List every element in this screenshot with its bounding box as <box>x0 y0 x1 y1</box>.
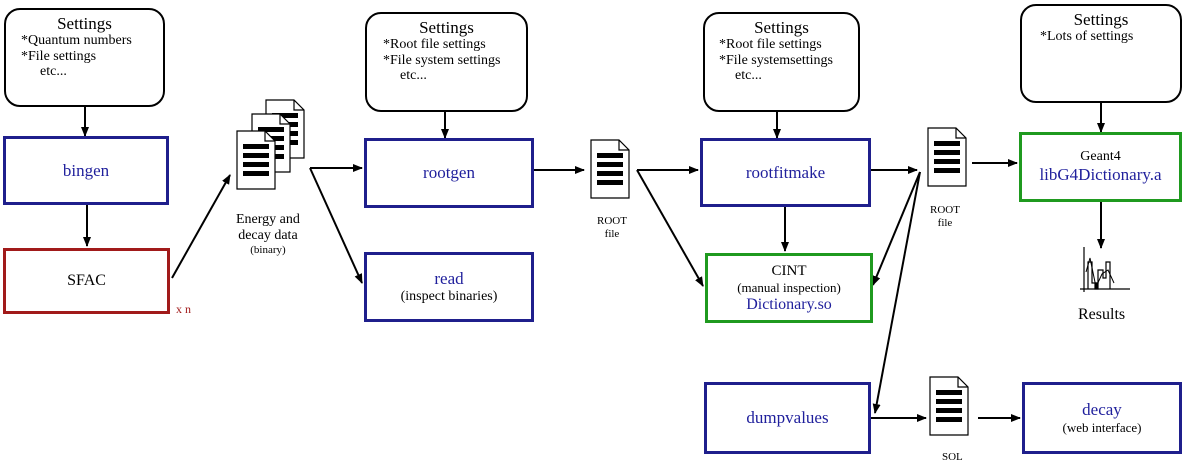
energy-data-label: Energy and decay data (binary) <box>236 212 300 257</box>
sfac-multiplier: x n <box>176 302 191 316</box>
settings-line: *Root file settings <box>383 37 486 53</box>
geant4-box: Geant4 libG4Dictionary.a <box>1019 132 1182 202</box>
rootgen-box: rootgen <box>364 138 534 208</box>
root-file-label-1: ROOT file <box>592 215 632 240</box>
energy-label-line1: Energy and <box>236 212 300 227</box>
energy-data-files-icon <box>236 99 305 190</box>
cint-box: CINT (manual inspection) Dictionary.so <box>705 253 873 323</box>
settings-line: *Quantum numbers <box>21 33 132 49</box>
sol-label: SOL <box>942 451 963 463</box>
settings-line: *Lots of settings <box>1040 29 1134 45</box>
settings-line: etc... <box>735 68 762 84</box>
sfac-box: SFAC <box>3 248 170 314</box>
arrow-root1-cint <box>636 169 704 287</box>
settings-line: *Root file settings <box>719 37 822 53</box>
settings-box-4: Settings *Lots of settings <box>1020 4 1182 103</box>
decay-box: decay (web interface) <box>1022 382 1182 454</box>
read-sublabel: (inspect binaries) <box>400 289 498 304</box>
root-file-icon-1 <box>590 139 630 199</box>
settings-title: Settings <box>754 18 809 37</box>
decay-label: decay <box>1082 400 1122 419</box>
settings-title: Settings <box>419 18 474 37</box>
dumpvalues-box: dumpvalues <box>704 382 871 454</box>
geant4-label: Geant4 <box>1080 149 1121 164</box>
settings-line: etc... <box>40 64 67 80</box>
sol-file-icon <box>929 376 969 436</box>
arrow-sfac-energy <box>171 174 231 279</box>
rootfitmake-box: rootfitmake <box>700 138 871 207</box>
cint-library: Dictionary.so <box>746 295 832 313</box>
settings-box-2: Settings *Root file settings *File syste… <box>365 12 528 112</box>
settings-title: Settings <box>1073 10 1129 29</box>
root2-line1: ROOT <box>930 204 960 216</box>
arrow-energy-read <box>309 167 363 284</box>
energy-label-line2: decay data <box>238 228 298 244</box>
cint-label: CINT <box>771 262 807 279</box>
arrow-root2-dumpvalues <box>872 171 921 414</box>
read-box: read (inspect binaries) <box>364 252 534 322</box>
root1-line1: ROOT <box>597 215 627 227</box>
root-file-icon-2 <box>927 127 967 187</box>
arrow-root2-cint <box>872 171 921 286</box>
dumpvalues-label: dumpvalues <box>746 408 829 427</box>
bingen-box: bingen <box>3 136 169 205</box>
decay-sublabel: (web interface) <box>1062 420 1142 435</box>
settings-title: Settings <box>57 14 112 33</box>
rootfitmake-label: rootfitmake <box>745 162 826 182</box>
root2-line2: file <box>937 216 953 229</box>
root-file-label-2: ROOT file <box>925 204 965 229</box>
settings-line: *File settings <box>21 48 97 64</box>
settings-box-3: Settings *Root file settings *File syste… <box>703 12 860 112</box>
results-label: Results <box>1078 306 1126 323</box>
energy-label-line3: (binary) <box>250 244 286 257</box>
settings-line: *File systemsettings <box>719 52 833 68</box>
cint-sublabel: (manual inspection) <box>737 279 841 295</box>
settings-box-1: Settings *Quantum numbers *File settings… <box>4 8 165 107</box>
sfac-label: SFAC <box>67 272 106 289</box>
results-chart-icon <box>1080 247 1130 292</box>
settings-line: *File system settings <box>383 52 501 68</box>
bingen-label: bingen <box>62 160 110 180</box>
read-label: read <box>434 269 464 288</box>
rootgen-label: rootgen <box>423 163 475 182</box>
root1-line2: file <box>604 227 620 240</box>
settings-line: etc... <box>400 68 427 84</box>
geant4-library: libG4Dictionary.a <box>1039 165 1162 184</box>
